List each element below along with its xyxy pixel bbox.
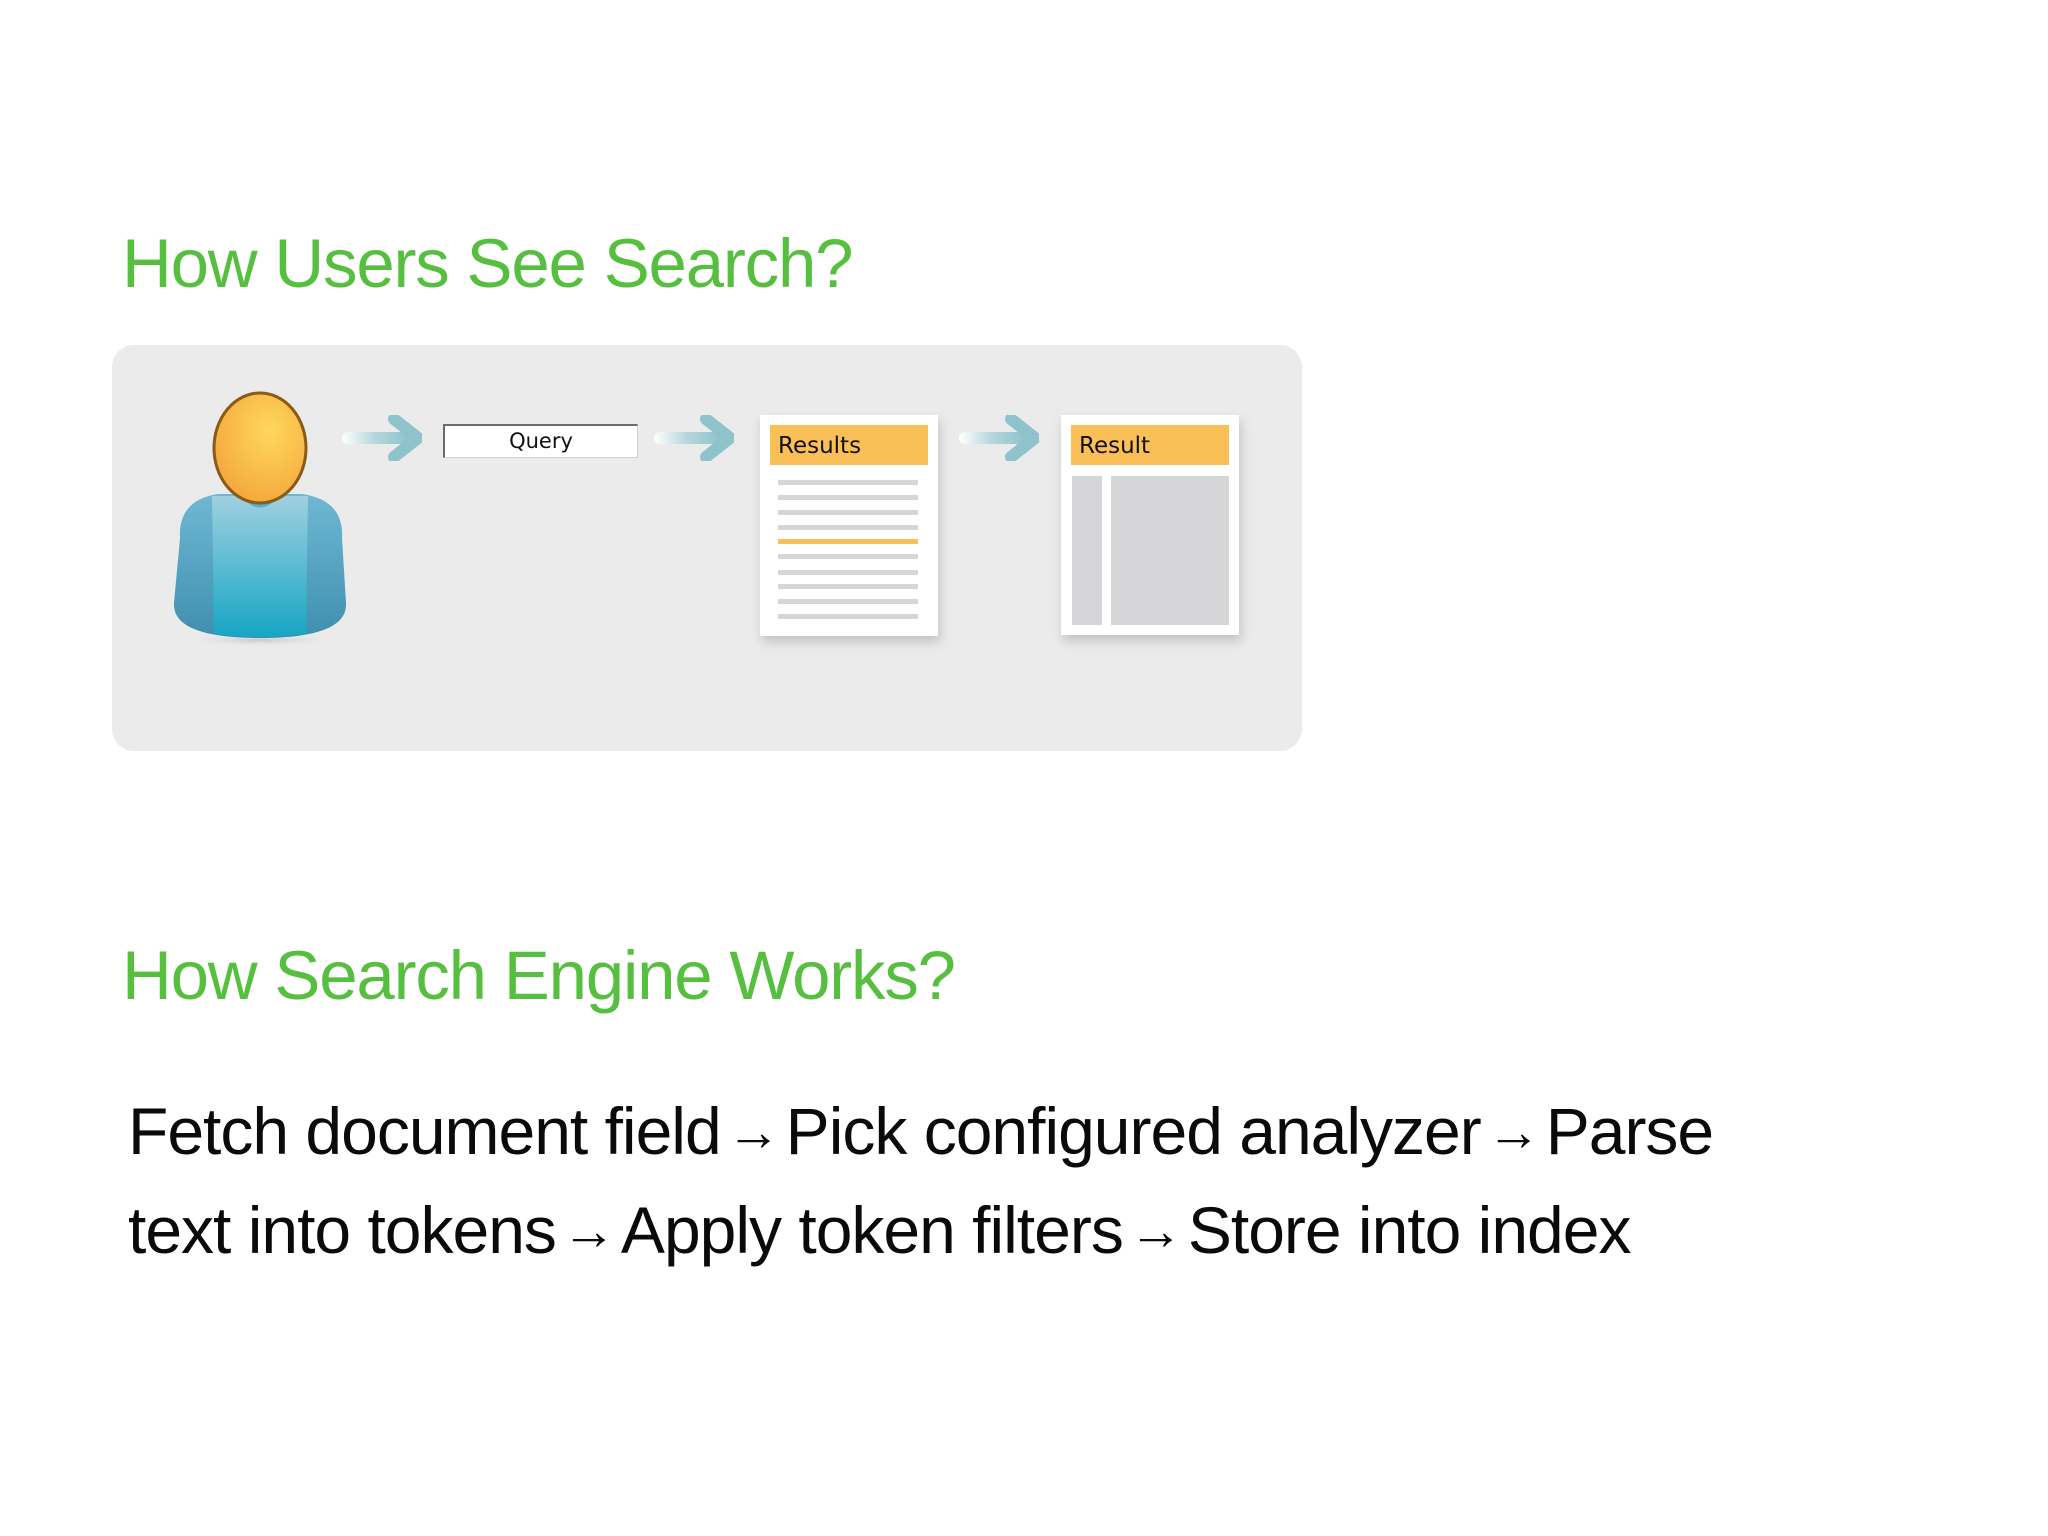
result-line [778, 599, 918, 604]
flow-arrow-icon: → [726, 1102, 781, 1162]
pipeline-line-1: Fetch document field→Pick configured ana… [128, 1082, 1714, 1181]
step-text: text into tokens [128, 1193, 557, 1267]
result-sidebar-placeholder [1072, 476, 1102, 625]
result-line [778, 510, 918, 515]
step-text: Store into index [1187, 1193, 1632, 1267]
person-icon [173, 391, 347, 647]
flow-arrow-icon: → [561, 1201, 616, 1261]
result-line [778, 554, 918, 559]
results-card-header: Results [770, 425, 928, 465]
flow-arrow-icon: → [1128, 1201, 1183, 1261]
result-line [778, 570, 918, 575]
result-line-highlighted [778, 539, 918, 544]
step-text: Parse [1545, 1094, 1714, 1168]
section-title-search-engine-works: How Search Engine Works? [122, 937, 956, 1014]
result-line [778, 584, 918, 589]
step-text: Apply token filters [620, 1193, 1124, 1267]
result-card-header: Result [1071, 425, 1229, 465]
result-line [778, 525, 918, 530]
section-title-users-see-search: How Users See Search? [122, 225, 853, 302]
step-text: Fetch document field [128, 1094, 722, 1168]
pipeline-line-2: text into tokens→Apply token filters→Sto… [128, 1181, 1713, 1280]
single-result-card: Result [1061, 415, 1239, 635]
right-arrow-icon [654, 415, 734, 461]
result-line [778, 495, 918, 500]
result-content-placeholder [1111, 476, 1229, 625]
query-input-illustration: Query [443, 424, 638, 458]
right-arrow-icon [959, 415, 1039, 461]
result-line [778, 614, 918, 619]
results-list-card: Results [760, 415, 938, 636]
right-arrow-icon [342, 415, 422, 461]
flow-arrow-icon: → [1486, 1102, 1541, 1162]
step-text: Pick configured analyzer [785, 1094, 1482, 1168]
indexing-pipeline-text: Fetch document field→Pick configured ana… [128, 1082, 1714, 1280]
result-line [778, 480, 918, 485]
